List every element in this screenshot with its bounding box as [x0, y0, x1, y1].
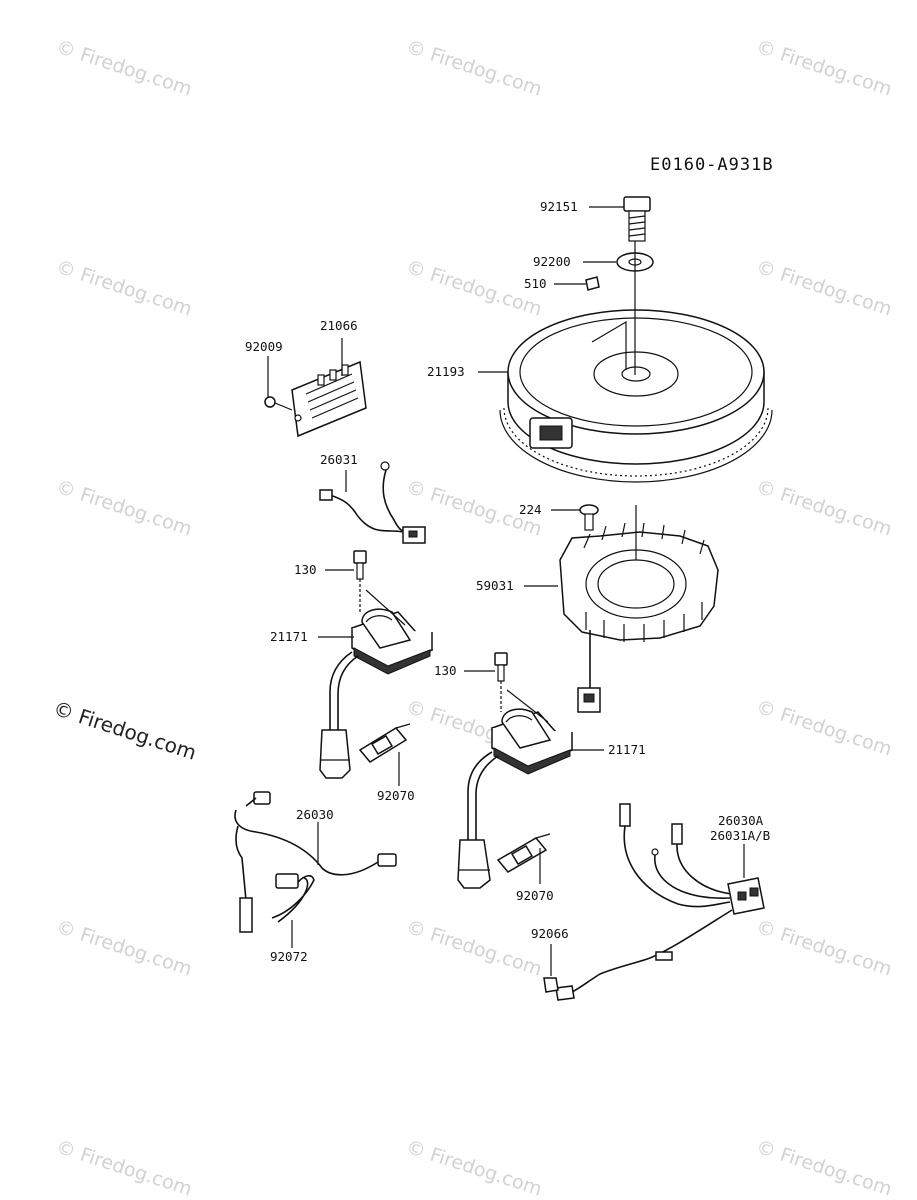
spark-plug-lower [496, 833, 551, 873]
harness-26031 [319, 461, 426, 544]
diagram-code: E0160-A931B [650, 155, 774, 175]
watermark: © Firedog.com [753, 1136, 894, 1200]
label-26030: 26030 [296, 807, 334, 822]
label-130-lower: 130 [434, 663, 457, 678]
watermark: © Firedog.com [53, 476, 194, 541]
flywheel-bolt [623, 196, 651, 242]
watermark: © Firedog.com [753, 476, 894, 541]
watermark: © Firedog.com [53, 256, 194, 321]
flywheel-key [585, 276, 600, 291]
spark-plug-upper [358, 723, 411, 763]
screw-224 [579, 504, 599, 531]
harness-26030A [555, 803, 765, 1001]
flywheel [499, 309, 773, 483]
watermark: © Firedog.com [753, 256, 894, 321]
regulator-screw [264, 396, 293, 411]
watermark: © Firedog.com [403, 36, 544, 101]
label-130-upper: 130 [294, 562, 317, 577]
coil-bolt-upper [353, 550, 367, 612]
label-59031: 59031 [476, 578, 514, 593]
label-92066: 92066 [531, 926, 569, 941]
watermark: © Firedog.com [53, 916, 194, 981]
label-92151: 92151 [540, 199, 578, 214]
label-92009: 92009 [245, 339, 283, 354]
label-92070-lower: 92070 [516, 888, 554, 903]
regulator [291, 360, 367, 438]
watermark-prominent: © Firedog.com [50, 696, 199, 765]
label-21171-lower: 21171 [608, 742, 646, 757]
label-21171-upper: 21171 [270, 629, 308, 644]
label-510: 510 [524, 276, 547, 291]
label-92072: 92072 [270, 949, 308, 964]
label-21066: 21066 [320, 318, 358, 333]
watermark: © Firedog.com [753, 696, 894, 761]
label-26031: 26031 [320, 452, 358, 467]
watermark: © Firedog.com [403, 1136, 544, 1200]
ignition-coil-lower [457, 689, 574, 889]
nut-92066 [543, 944, 559, 993]
watermark: © Firedog.com [753, 36, 894, 101]
leader-lines [267, 206, 745, 948]
watermark: © Firedog.com [753, 916, 894, 981]
label-92200: 92200 [533, 254, 571, 269]
coil-bolt-lower [494, 652, 508, 712]
harness-26030 [234, 791, 397, 933]
part-labels: 92151 92200 510 21066 92009 21193 26031 … [245, 199, 770, 964]
label-26030A: 26030A [718, 813, 764, 828]
watermark: © Firedog.com [53, 1136, 194, 1200]
label-224: 224 [519, 502, 542, 517]
watermark: © Firedog.com [403, 916, 544, 981]
label-92070-upper: 92070 [377, 788, 415, 803]
stator [559, 505, 719, 713]
label-21193: 21193 [427, 364, 465, 379]
watermark-layer: © Firedog.com © Firedog.com © Firedog.co… [50, 36, 894, 1200]
label-26031AB: 26031A/B [710, 828, 770, 843]
watermark: © Firedog.com [53, 36, 194, 101]
ignition-coil-upper [319, 589, 434, 779]
wire-92072 [271, 873, 315, 923]
